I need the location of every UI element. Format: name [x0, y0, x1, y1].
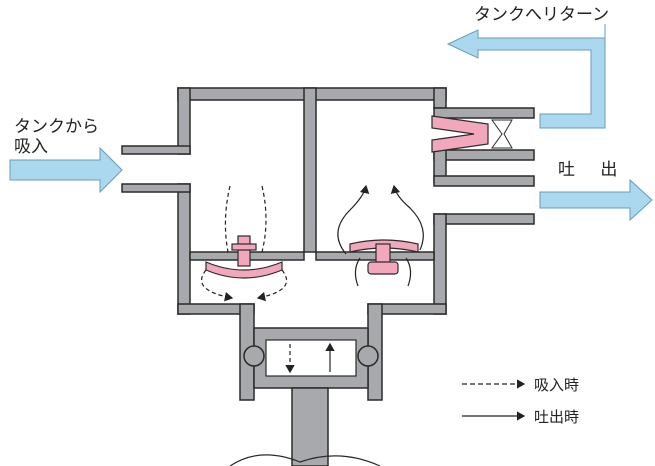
intake-arrow: [9, 146, 123, 194]
legend-discharge-label: 吐出時: [534, 408, 580, 426]
suction-valve: [205, 235, 283, 279]
intake-label-line1: タンクから: [14, 117, 99, 137]
discharge-label: 吐 出: [558, 160, 628, 180]
relief-valve: [431, 115, 513, 153]
legend-suction-label: 吸入時: [534, 376, 580, 394]
o-ring-right: [357, 345, 379, 367]
suction-flow-lines: [201, 185, 288, 302]
discharge-flow-lines: [337, 184, 424, 287]
return-arrow: [446, 24, 606, 129]
discharge-valve: [349, 239, 419, 275]
return-to-tank-label: タンクへリターン: [474, 5, 610, 25]
intake-label-line2: 吸入: [14, 137, 48, 157]
o-ring-left: [243, 345, 265, 367]
pump-casing: [121, 87, 535, 466]
discharge-arrow: [539, 178, 653, 222]
